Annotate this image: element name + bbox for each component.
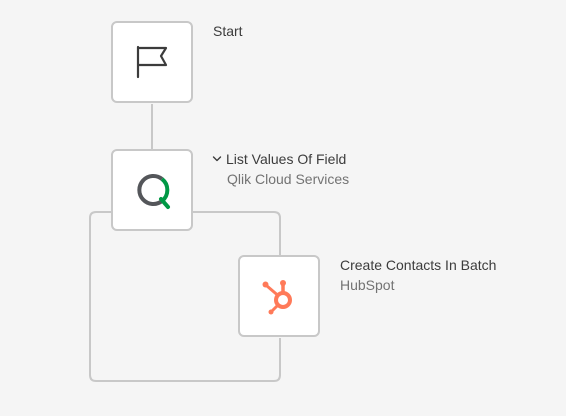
list-values-title-row: List Values Of Field (211, 149, 349, 169)
chevron-down-icon[interactable] (211, 153, 223, 165)
create-contacts-block[interactable] (238, 255, 320, 337)
start-block[interactable] (111, 21, 193, 103)
qlik-icon (137, 174, 170, 209)
hubspot-icon (262, 280, 292, 315)
loop-connector (89, 211, 281, 382)
list-values-block-title: List Values Of Field (226, 151, 347, 167)
create-contacts-block-label: Create Contacts In Batch HubSpot (340, 255, 496, 295)
list-values-block-connector: Qlik Cloud Services (227, 171, 350, 187)
list-values-block-label: List Values Of Field Qlik Cloud Services (211, 149, 349, 189)
flag-icon (136, 45, 168, 79)
create-contacts-block-title: Create Contacts In Batch (340, 257, 497, 273)
start-block-label: Start (213, 21, 243, 41)
start-block-title: Start (213, 23, 243, 39)
create-contacts-block-connector: HubSpot (340, 277, 395, 293)
loop-connector-top (193, 211, 281, 255)
list-values-block[interactable] (111, 149, 193, 231)
